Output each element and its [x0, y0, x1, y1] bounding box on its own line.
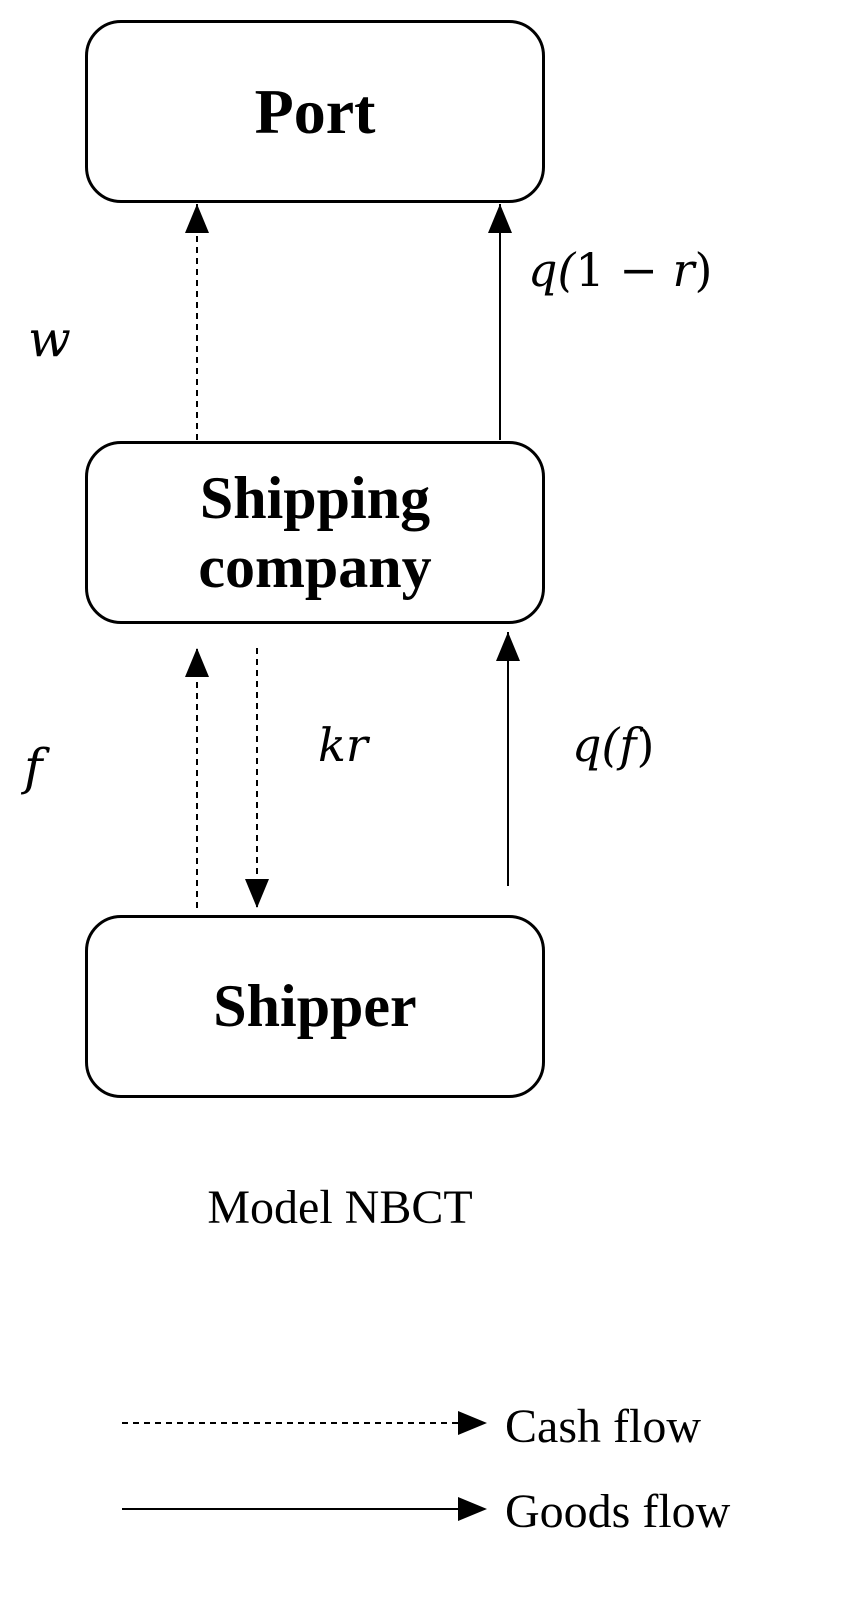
- legend-goods-flow-label: Goods flow: [505, 1485, 731, 1538]
- arrow-head-shipping-to-port-goods: [488, 204, 512, 233]
- legend-cash-flow-label: Cash flow: [505, 1400, 701, 1453]
- diagram-caption: Model NBCT: [207, 1181, 473, 1234]
- node-shipping-company-label: Shipping company: [198, 464, 431, 602]
- legend-cash-arrowhead: [458, 1411, 487, 1435]
- node-shipping-company-line2: company: [198, 533, 432, 600]
- edge-label-kr: kr: [318, 718, 368, 772]
- arrow-head-shipper-to-shipping-goods: [496, 632, 520, 661]
- legend-goods-arrowhead: [458, 1497, 487, 1521]
- edge-label-q-f-prefix: q(: [572, 718, 620, 772]
- node-port-label: Port: [254, 75, 376, 147]
- arrow-head-shipping-to-port-cash: [185, 204, 209, 233]
- edge-label-q-f-var: f: [619, 718, 637, 772]
- edge-label-w: w: [28, 310, 71, 368]
- edge-label-q-f-suffix: ): [636, 718, 655, 772]
- arrow-head-shipper-to-shipping-cash: [185, 648, 209, 677]
- edge-label-q-f: q(f): [572, 718, 654, 772]
- edge-label-q-one-minus-r-suffix: ): [694, 243, 713, 297]
- node-shipper-label: Shipper: [213, 973, 417, 1039]
- edge-label-q-one-minus-r-middle: 1 −: [575, 243, 673, 297]
- node-shipping-company-line1: Shipping: [199, 464, 431, 531]
- edge-label-q-one-minus-r: q(1 − r): [528, 243, 712, 297]
- arrow-head-shipping-to-shipper-cash: [245, 879, 269, 908]
- edge-label-q-one-minus-r-prefix: q(: [528, 243, 576, 297]
- node-port: Port: [85, 20, 545, 203]
- node-shipping-company: Shipping company: [85, 441, 545, 624]
- edge-label-f: f: [24, 738, 43, 796]
- edge-label-q-one-minus-r-var: r: [672, 243, 695, 297]
- node-shipper: Shipper: [85, 915, 545, 1098]
